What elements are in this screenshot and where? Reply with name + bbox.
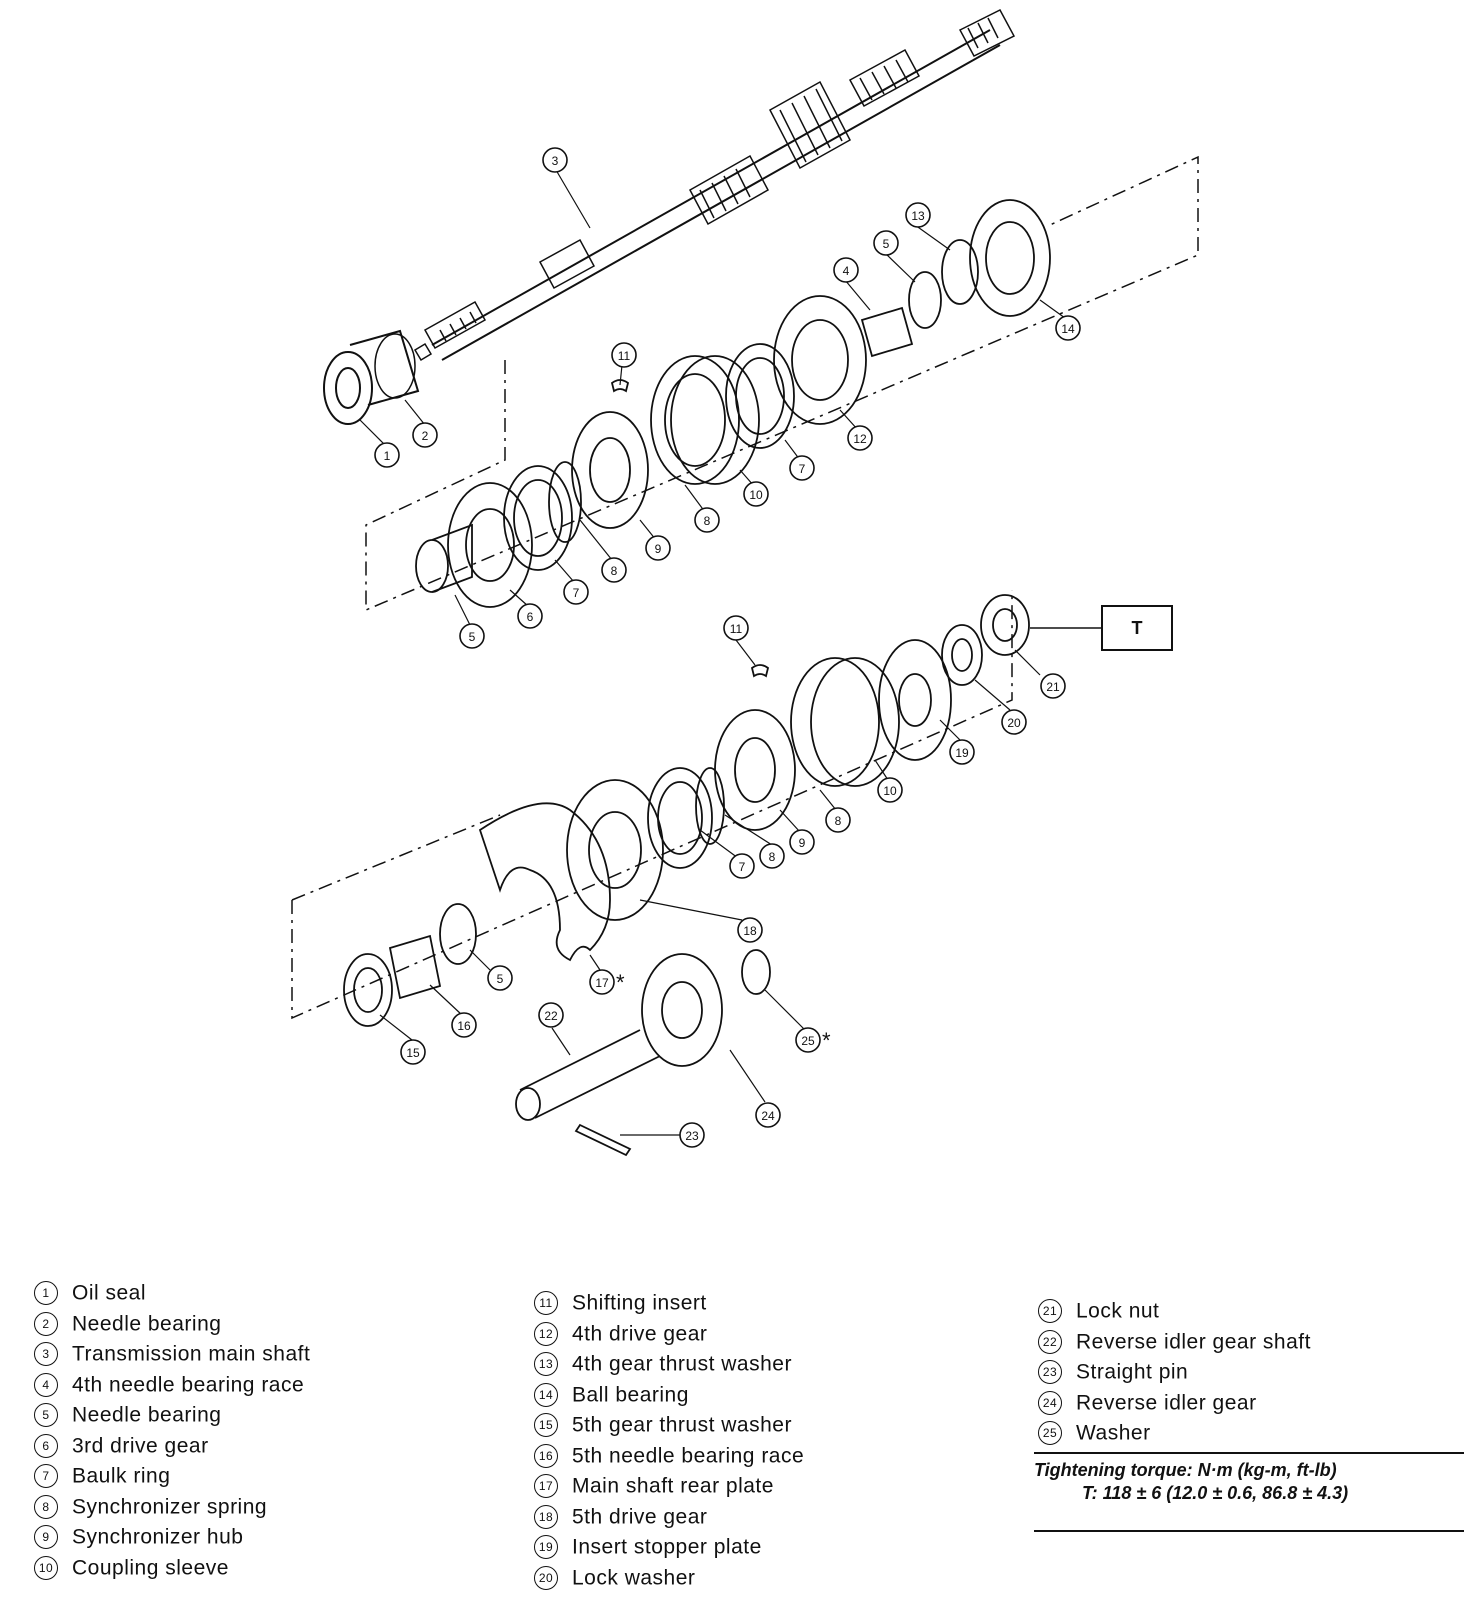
- svg-text:17: 17: [595, 976, 609, 990]
- svg-text:20: 20: [1007, 716, 1021, 730]
- svg-text:13: 13: [911, 209, 925, 223]
- svg-text:5: 5: [497, 972, 504, 986]
- svg-text:1: 1: [384, 449, 391, 463]
- tightening-torque-note: Tightening torque: N·m (kg-m, ft-lb) T: …: [1034, 1452, 1464, 1532]
- upper-gear-stack: [415, 199, 1051, 608]
- svg-text:10: 10: [883, 784, 897, 798]
- top-dashed-frame: [365, 155, 1199, 612]
- svg-text:8: 8: [769, 850, 776, 864]
- callout-numbers: 3 1 2 11 13 5 4 14 12 7 10 8 9 8 7 6 5 11 21 20 19…: [359, 147, 1081, 1148]
- svg-text:9: 9: [655, 542, 662, 556]
- exploded-view-diagram: T: [291, 9, 1199, 1157]
- svg-text:8: 8: [611, 564, 618, 578]
- torque-marker-text: T: [1132, 618, 1143, 638]
- svg-text:14: 14: [1061, 322, 1075, 336]
- svg-text:21: 21: [1046, 680, 1060, 694]
- svg-text:11: 11: [730, 622, 743, 636]
- svg-text:16: 16: [457, 1019, 471, 1033]
- lower-gear-stack: [343, 594, 1030, 1157]
- svg-text:15: 15: [406, 1046, 420, 1060]
- svg-text:8: 8: [835, 814, 842, 828]
- torque-value: T: 118 ± 6 (12.0 ± 0.6, 86.8 ± 4.3): [1082, 1483, 1349, 1503]
- svg-text:8: 8: [704, 514, 711, 528]
- svg-text:7: 7: [799, 462, 806, 476]
- svg-text:22: 22: [544, 1009, 558, 1023]
- torque-rule-top: [1034, 1452, 1464, 1454]
- svg-text:23: 23: [685, 1129, 699, 1143]
- svg-text:2: 2: [422, 429, 429, 443]
- svg-text:5: 5: [469, 630, 476, 644]
- lower-dashed-frame: [291, 590, 1013, 1020]
- torque-heading: Tightening torque: N·m (kg-m, ft-lb): [1034, 1460, 1337, 1480]
- svg-text:18: 18: [743, 924, 757, 938]
- asterisk-17: *: [616, 970, 625, 995]
- svg-text:25: 25: [801, 1034, 815, 1048]
- main-shaft: [413, 9, 1016, 362]
- svg-text:5: 5: [883, 237, 890, 251]
- svg-text:9: 9: [799, 836, 806, 850]
- svg-text:12: 12: [853, 432, 867, 446]
- svg-text:6: 6: [527, 610, 534, 624]
- asterisk-25: *: [822, 1028, 831, 1053]
- svg-text:7: 7: [739, 860, 746, 874]
- oil-seal-part: [323, 329, 420, 425]
- svg-text:10: 10: [749, 488, 763, 502]
- svg-text:7: 7: [573, 586, 580, 600]
- torque-rule-bottom: [1034, 1530, 1464, 1532]
- svg-text:4: 4: [843, 264, 850, 278]
- svg-text:24: 24: [761, 1109, 775, 1123]
- torque-marker: T: [1030, 605, 1173, 651]
- svg-text:3: 3: [552, 154, 559, 168]
- svg-text:19: 19: [955, 746, 969, 760]
- svg-text:11: 11: [618, 349, 631, 363]
